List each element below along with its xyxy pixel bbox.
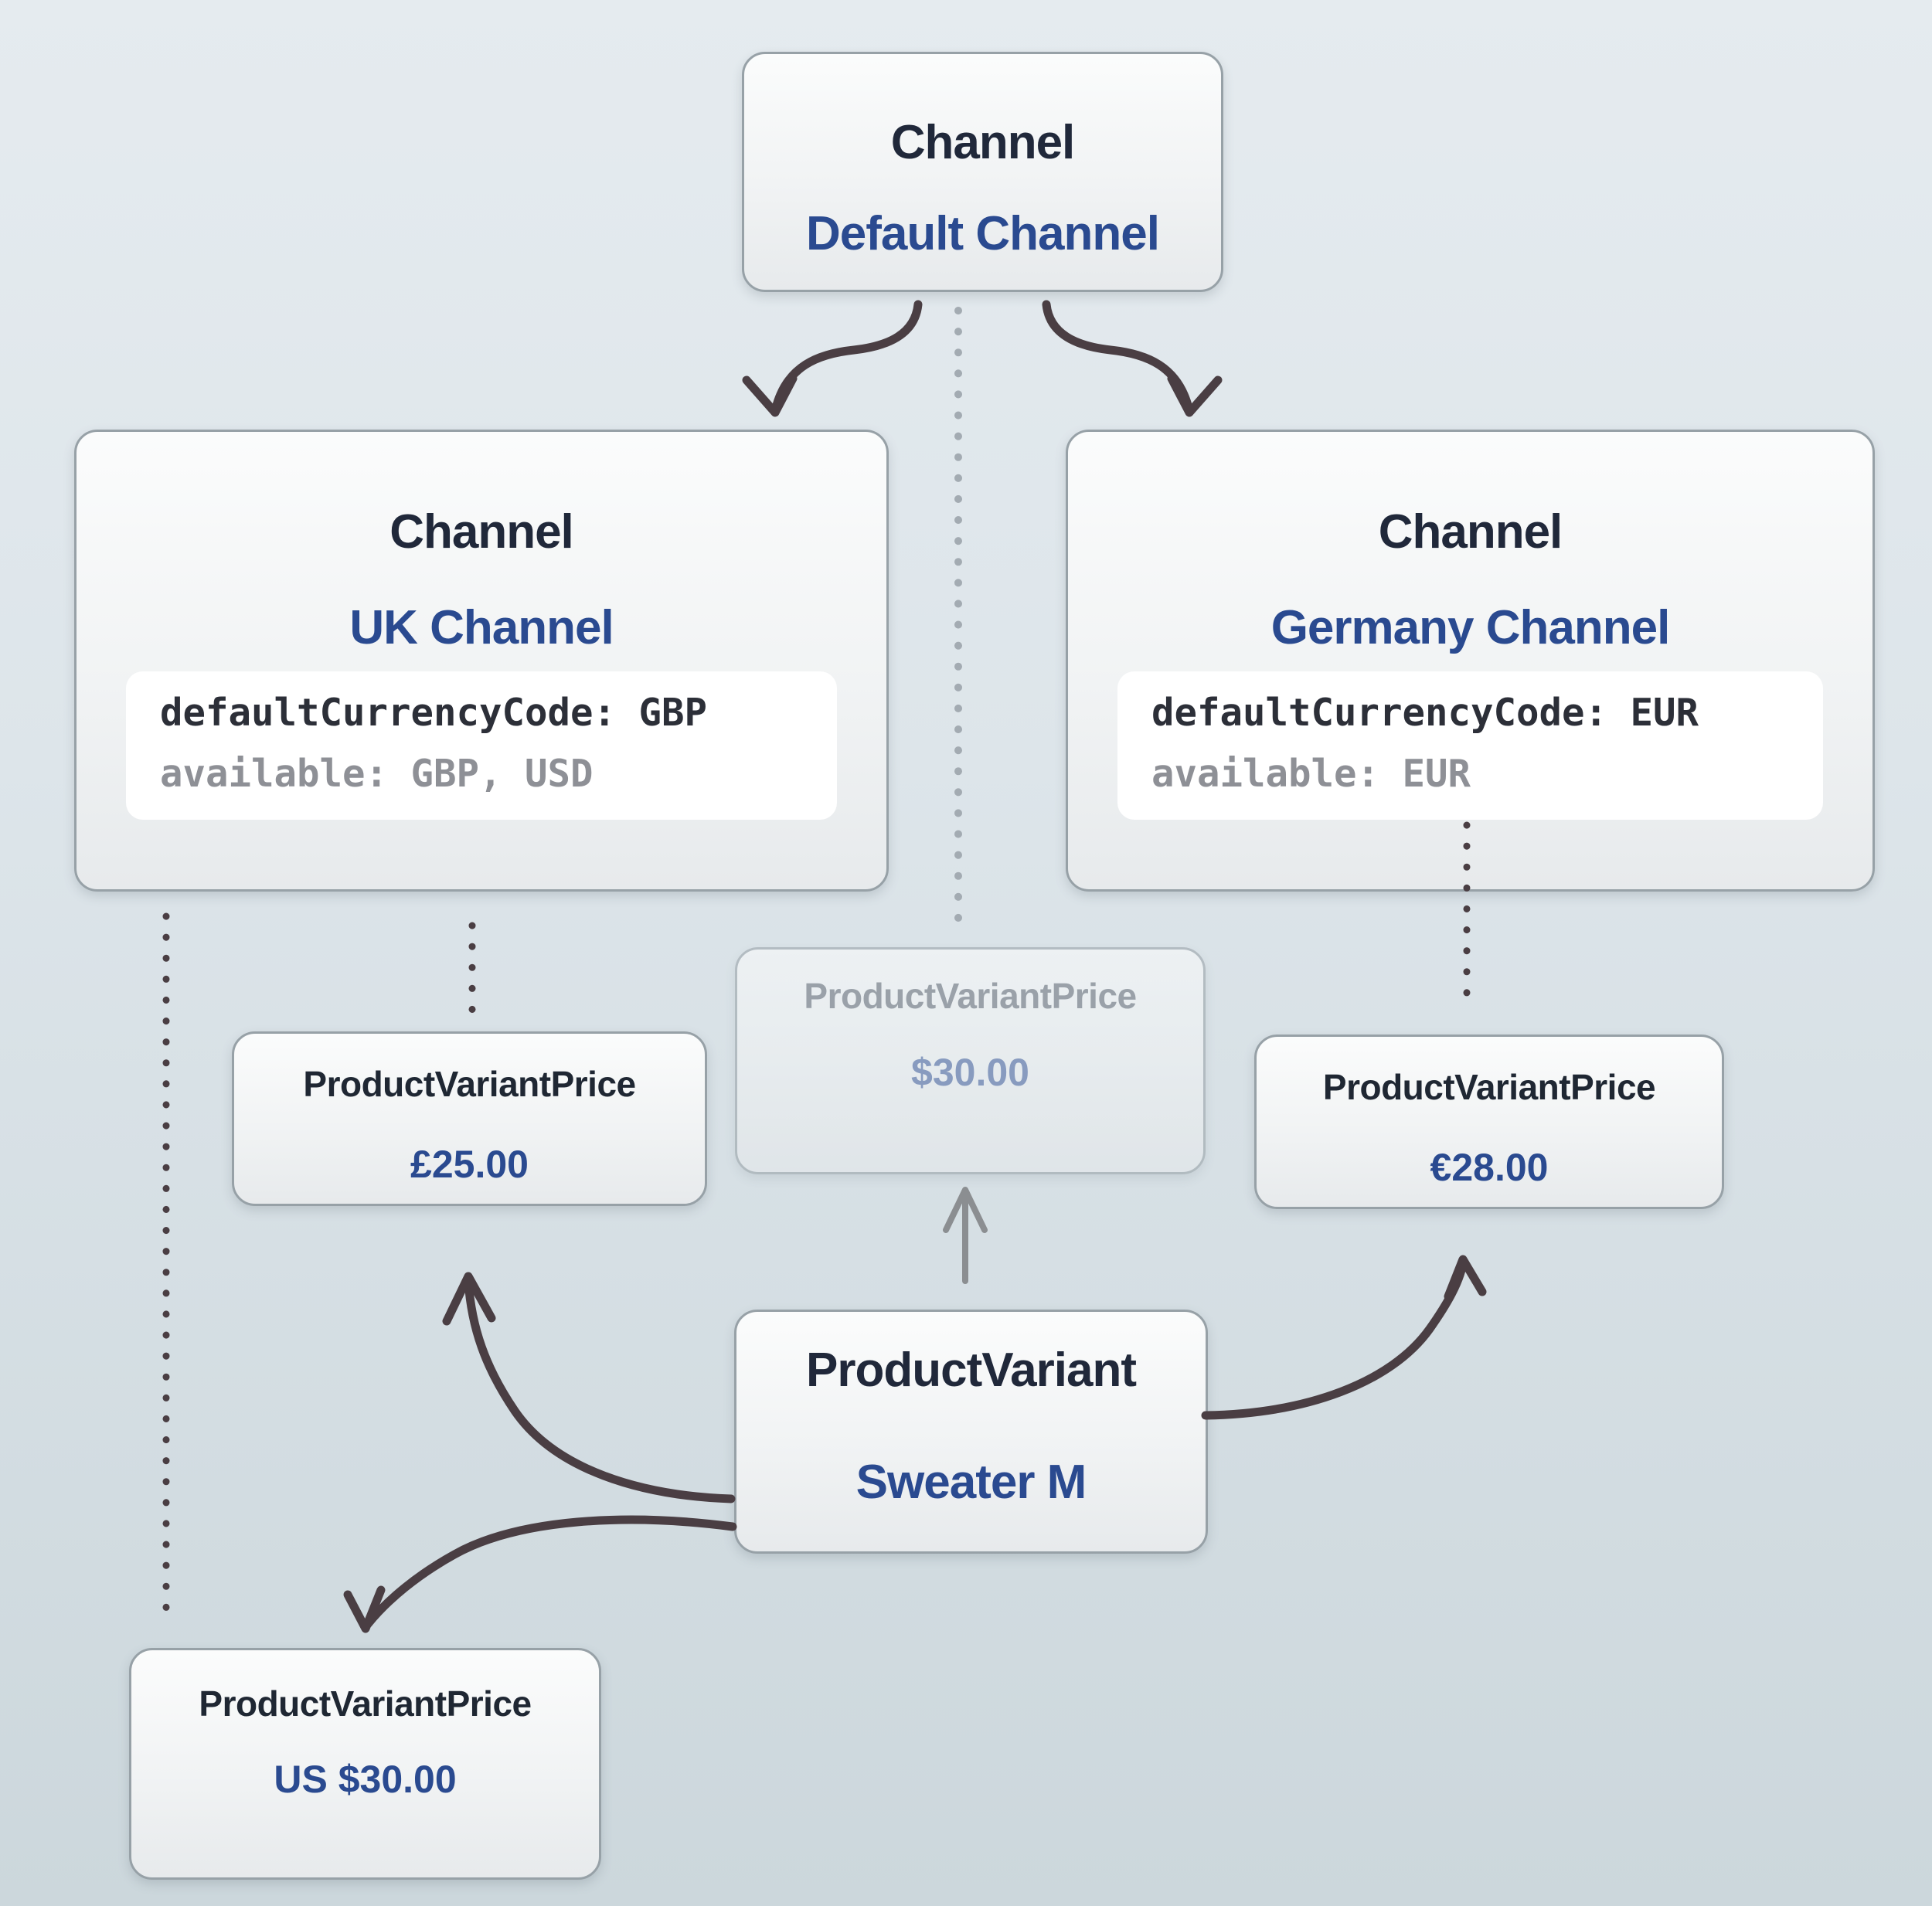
entity-type-label: ProductVariant [806, 1344, 1137, 1397]
arrowhead-product-variant-to-default-price [943, 1187, 988, 1233]
node-default-price-ghost: ProductVariantPrice $30.00 [735, 947, 1206, 1174]
price-value-label: $30.00 [911, 1051, 1029, 1094]
node-germany-price: ProductVariantPrice €28.00 [1254, 1035, 1724, 1209]
arrowhead-product-variant-to-germany-price [1444, 1255, 1487, 1301]
arrowhead-default-channel-to-germany-channel [1167, 374, 1223, 417]
node-uk-channel: Channel UK Channel defaultCurrencyCode: … [74, 430, 889, 892]
arrowhead-product-variant-to-us-price [343, 1585, 386, 1633]
arrowhead-product-variant-to-uk-price [442, 1272, 496, 1326]
node-germany-channel: Channel Germany Channel defaultCurrencyC… [1066, 430, 1875, 892]
entity-type-label: ProductVariantPrice [199, 1683, 532, 1724]
currency-code-panel: defaultCurrencyCode: EUR available: EUR [1117, 671, 1823, 820]
price-value-label: £25.00 [410, 1143, 529, 1186]
entity-type-label: ProductVariantPrice [303, 1064, 636, 1104]
entity-name-label: Germany Channel [1270, 601, 1671, 654]
arrowhead-default-channel-to-uk-channel [742, 374, 798, 417]
default-currency-line: defaultCurrencyCode: GBP [160, 691, 708, 735]
entity-type-label: Channel [890, 116, 1076, 169]
entity-name-label: Default Channel [806, 207, 1160, 260]
price-value-label: US $30.00 [274, 1758, 457, 1801]
node-product-variant: ProductVariant Sweater M [734, 1310, 1208, 1554]
entity-type-label: ProductVariantPrice [804, 976, 1137, 1016]
currency-code-panel: defaultCurrencyCode: GBP available: GBP,… [126, 671, 837, 820]
entity-type-label: Channel [1378, 505, 1563, 559]
node-us-price: ProductVariantPrice US $30.00 [129, 1648, 601, 1880]
entity-type-label: ProductVariantPrice [1322, 1067, 1656, 1107]
arrow-default-channel-to-germany-channel [1042, 300, 1193, 413]
default-currency-line: defaultCurrencyCode: EUR [1151, 691, 1699, 735]
price-value-label: €28.00 [1430, 1146, 1549, 1189]
arrow-product-variant-to-us-price [363, 1515, 737, 1629]
entity-name-label: Sweater M [855, 1456, 1087, 1509]
entity-type-label: Channel [389, 505, 574, 559]
available-currencies-line: available: GBP, USD [160, 752, 594, 796]
arrow-default-channel-to-uk-channel [771, 300, 923, 413]
entity-name-label: UK Channel [349, 601, 614, 654]
available-currencies-line: available: EUR [1151, 752, 1471, 796]
node-uk-price: ProductVariantPrice £25.00 [232, 1031, 707, 1206]
node-default-channel: Channel Default Channel [742, 52, 1223, 292]
arrow-product-variant-to-germany-price [1201, 1259, 1468, 1420]
arrow-product-variant-to-uk-price [464, 1276, 736, 1503]
